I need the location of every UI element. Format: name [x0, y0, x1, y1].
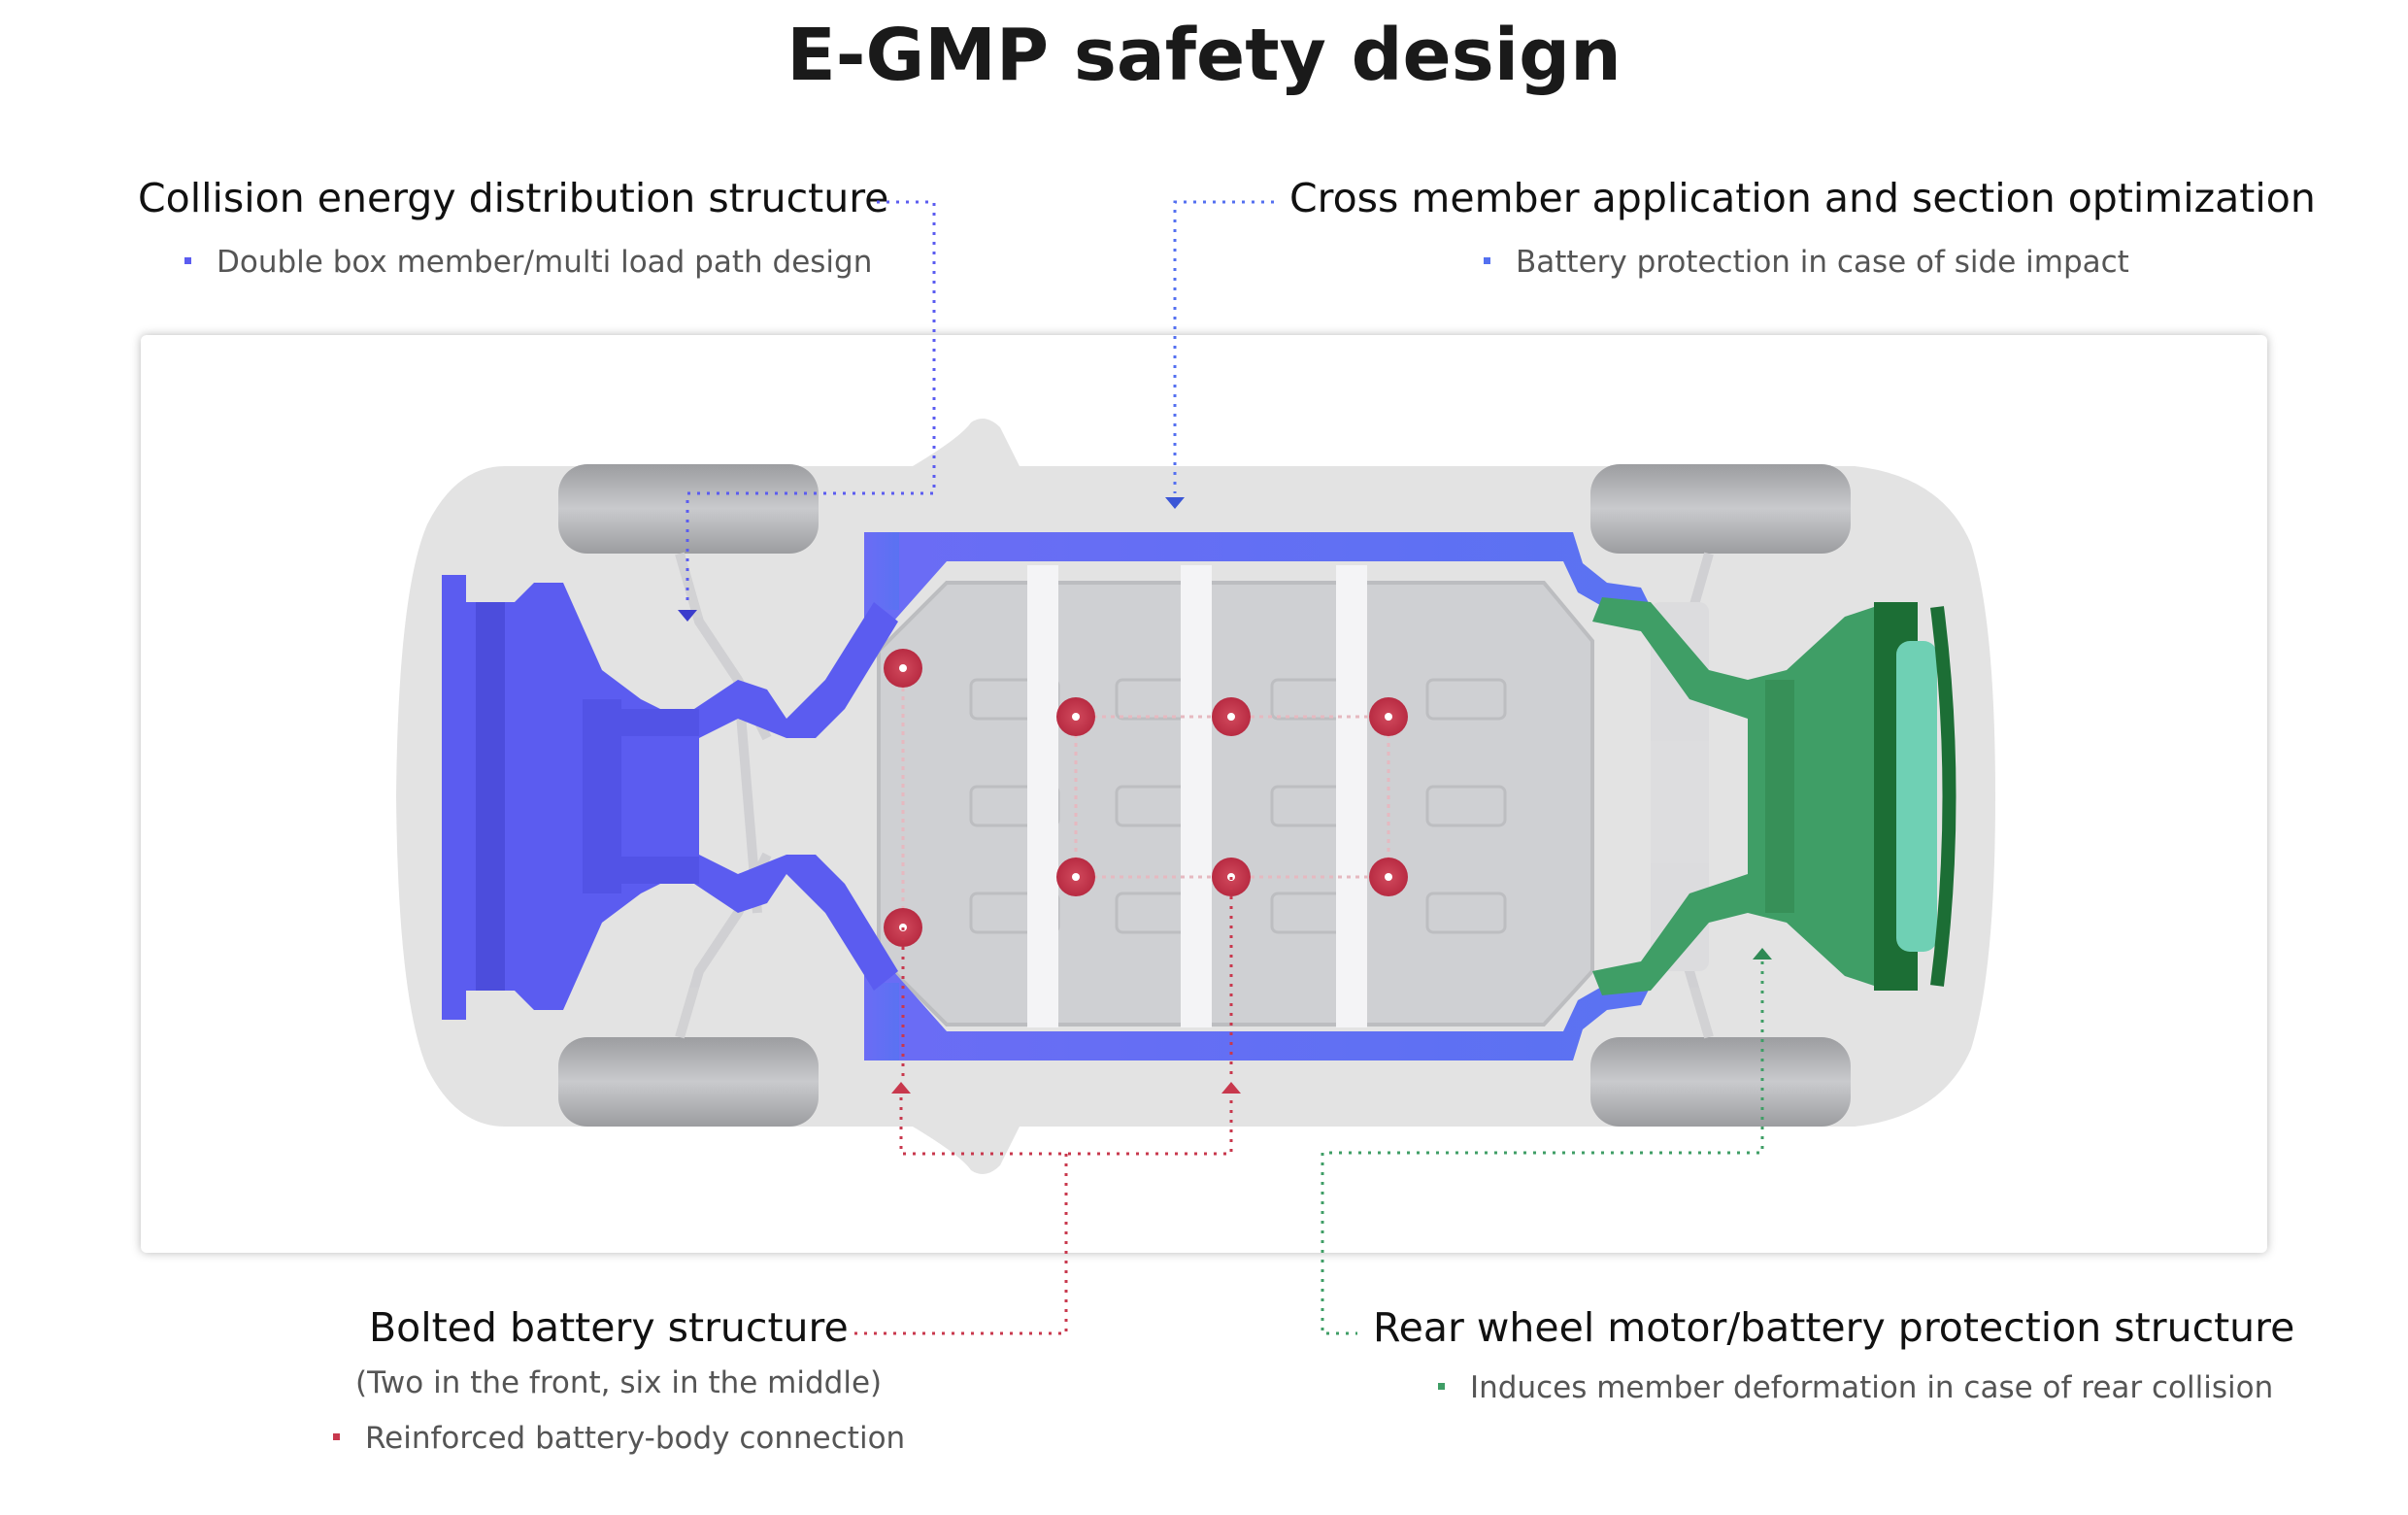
battery-pack: [877, 581, 1594, 1027]
cross-member-detail: Battery protection in case of side impac…: [1484, 245, 2129, 280]
arrow-up-icon: [891, 1082, 911, 1094]
rear-protection-structure: [1592, 597, 1956, 995]
cross-bar-3: [1336, 565, 1367, 1027]
bolted-detail: Reinforced battery-body connection: [333, 1421, 905, 1456]
bolt-middle-6: [1369, 858, 1408, 896]
tire-front-bottom: [558, 1037, 819, 1127]
leader-rear: [1321, 961, 1764, 1335]
arrow-up-icon: [1221, 1082, 1241, 1094]
rear-detail: Induces member deformation in case of re…: [1438, 1370, 2273, 1405]
bolted-note: (Two in the front, six in the middle): [355, 1365, 883, 1400]
cross-bar-1: [1027, 565, 1058, 1027]
rear-heading: Rear wheel motor/battery protection stru…: [1373, 1304, 2295, 1351]
bolt-connectors: [901, 670, 1390, 927]
bolted-heading: Bolted battery structure: [369, 1304, 849, 1351]
collision-heading: Collision energy distribution structure: [138, 175, 889, 221]
bolt-front-1: [884, 649, 922, 688]
bolt-middle-3: [1369, 697, 1408, 736]
leader-bolted: [850, 877, 1233, 1335]
cross-bar-2: [1181, 565, 1212, 1027]
bolted-detail-text: Reinforced battery-body connection: [365, 1421, 906, 1456]
tire-front-top: [558, 464, 819, 554]
bolt-middle-2: [1212, 697, 1251, 736]
leader-collision: [686, 200, 936, 604]
side-sill-frame: [864, 532, 1651, 1060]
collision-detail: Double box member/multi load path design: [184, 245, 872, 280]
bullet-icon: [184, 257, 191, 264]
bolt-middle-4: [1056, 858, 1095, 896]
tire-rear-bottom: [1590, 1037, 1851, 1127]
cross-member-heading: Cross member application and section opt…: [1289, 175, 2316, 221]
page-title: E-GMP safety design: [786, 14, 1622, 97]
arrow-up-icon: [1753, 948, 1772, 960]
collision-detail-text: Double box member/multi load path design: [217, 245, 873, 280]
leader-cross-member: [1173, 200, 1274, 493]
bolt-middle-1: [1056, 697, 1095, 736]
cross-member-detail-text: Battery protection in case of side impac…: [1516, 245, 2129, 280]
bullet-icon: [1438, 1383, 1445, 1390]
bullet-icon: [1484, 257, 1490, 264]
front-crash-structure: [442, 575, 898, 1020]
arrow-down-icon: [1165, 497, 1185, 509]
arrow-down-icon: [678, 610, 697, 622]
rear-detail-text: Induces member deformation in case of re…: [1470, 1370, 2274, 1405]
bullet-icon: [333, 1433, 340, 1440]
tire-rear-top: [1590, 464, 1851, 554]
